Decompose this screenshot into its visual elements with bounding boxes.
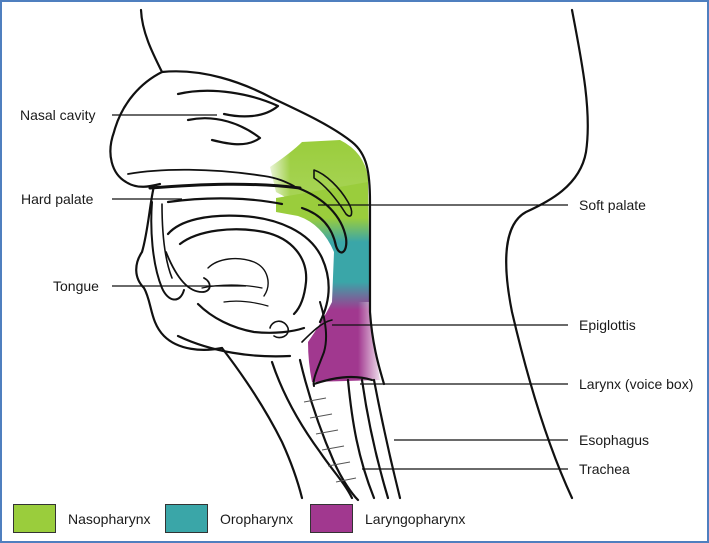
legend-swatch-oropharynx [165,504,208,533]
label-soft-palate: Soft palate [579,197,646,213]
label-esophagus: Esophagus [579,432,650,448]
anatomy-outline [109,8,589,502]
leader-lines [112,114,568,470]
trachea-rings [303,397,357,483]
legend-swatch-nasopharynx [13,504,56,533]
label-hard-palate: Hard palate [21,191,94,207]
label-tongue: Tongue [53,278,99,294]
legend-swatch-laryngopharynx [310,504,353,533]
laryngopharynx-fade [302,302,382,384]
legend-label-nasopharynx: Nasopharynx [68,511,151,527]
label-larynx: Larynx (voice box) [579,376,694,392]
legend-label-oropharynx: Oropharynx [220,511,294,527]
label-epiglottis: Epiglottis [579,317,636,333]
label-trachea: Trachea [579,461,630,477]
label-nasal-cavity: Nasal cavity [20,107,96,123]
legend-label-laryngopharynx: Laryngopharynx [365,511,466,527]
nasopharynx-fade [264,140,312,202]
pharynx-regions [264,140,382,384]
